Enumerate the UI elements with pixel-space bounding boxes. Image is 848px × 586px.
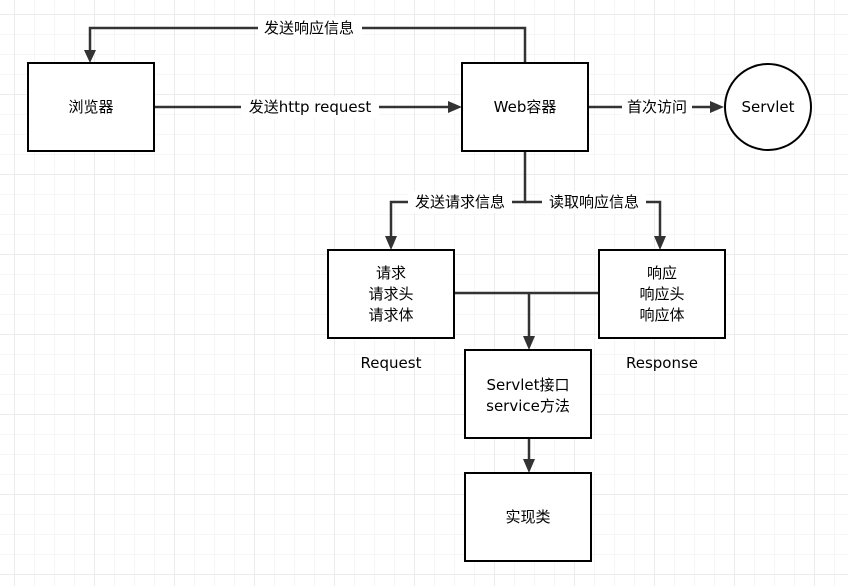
servlet-label: Servlet xyxy=(741,98,794,116)
node-servlet: Servlet xyxy=(724,63,812,151)
impl-class-label: 实现类 xyxy=(505,508,550,526)
node-impl-class: 实现类 xyxy=(464,472,592,562)
request-line-3: 请求体 xyxy=(368,306,413,324)
node-browser: 浏览器 xyxy=(27,62,155,152)
response-line-3: 响应体 xyxy=(639,306,684,324)
response-line-2: 响应头 xyxy=(639,285,684,303)
node-response: 响应 响应头 响应体 xyxy=(598,249,726,339)
servlet-interface-line-2: service方法 xyxy=(486,397,570,415)
request-line-1: 请求 xyxy=(376,264,406,282)
label-send-response-info: 发送响应信息 xyxy=(264,19,354,37)
node-servlet-interface: Servlet接口 service方法 xyxy=(464,349,592,439)
servlet-interface-line-1: Servlet接口 xyxy=(486,376,569,394)
request-line-2: 请求头 xyxy=(368,285,413,303)
label-read-response-info: 读取响应信息 xyxy=(549,193,639,211)
label-send-http-request: 发送http request xyxy=(249,98,372,116)
response-line-1: 响应 xyxy=(647,264,677,282)
edge-servlet-interface-to-impl xyxy=(523,438,535,473)
request-caption: Request xyxy=(361,354,422,372)
web-container-label: Web容器 xyxy=(494,98,557,116)
response-caption: Response xyxy=(626,354,698,372)
label-first-visit: 首次访问 xyxy=(627,98,687,116)
node-request: 请求 请求头 请求体 xyxy=(327,249,455,339)
label-send-request-info: 发送请求信息 xyxy=(415,193,505,211)
browser-label: 浏览器 xyxy=(68,98,113,116)
node-web-container: Web容器 xyxy=(461,62,589,152)
edge-request-response-to-servlet-interface xyxy=(455,291,599,350)
